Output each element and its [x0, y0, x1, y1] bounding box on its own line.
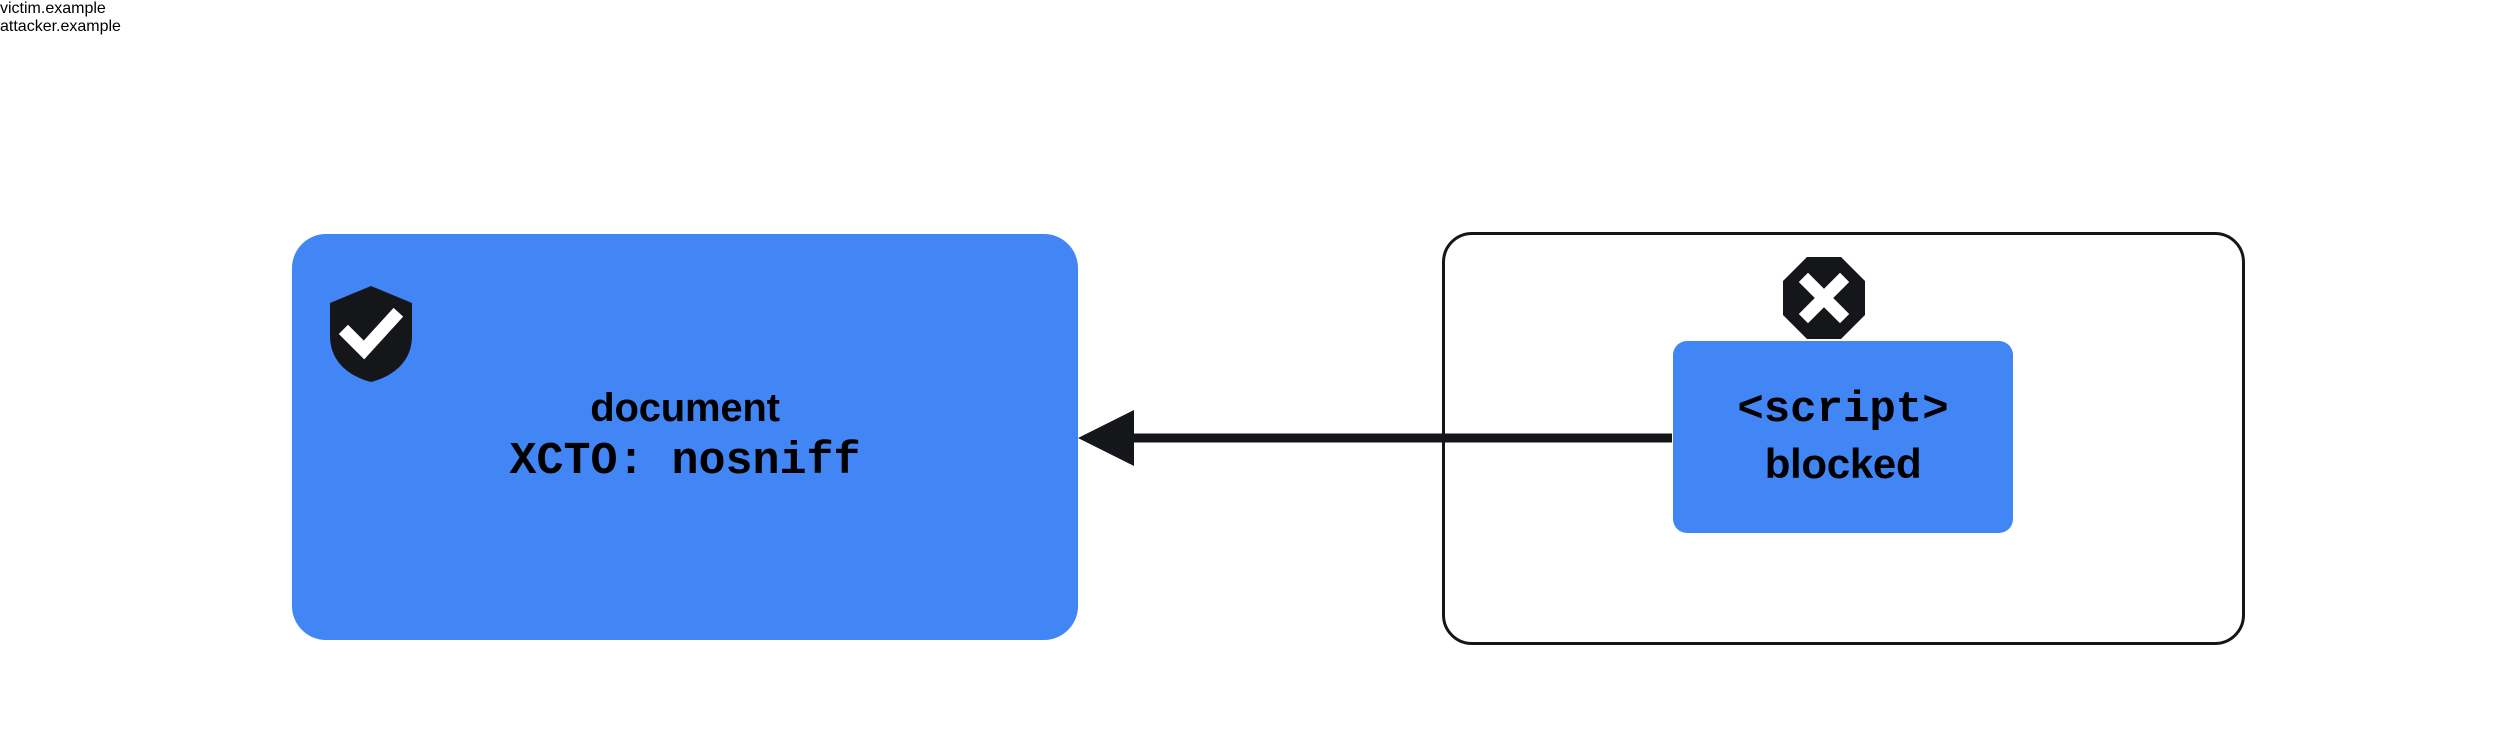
script-tag-label: <script>	[1737, 385, 1949, 436]
blocked-request-arrow	[1078, 410, 1672, 466]
octagon-x-icon	[1783, 257, 1865, 339]
blocked-script-box: <script> blocked	[1673, 341, 2013, 533]
script-status-label: blocked	[1764, 440, 1922, 488]
attacker-group-label: attacker.example	[0, 18, 121, 35]
victim-document-label: document	[590, 386, 780, 431]
victim-header-value: XCTO: nosniff	[509, 435, 861, 487]
shield-check-icon	[330, 286, 412, 382]
victim-text-block: document XCTO: nosniff	[292, 234, 1078, 640]
victim-group-label: victim.example	[0, 0, 106, 17]
victim-document-box: document XCTO: nosniff	[292, 234, 1078, 640]
